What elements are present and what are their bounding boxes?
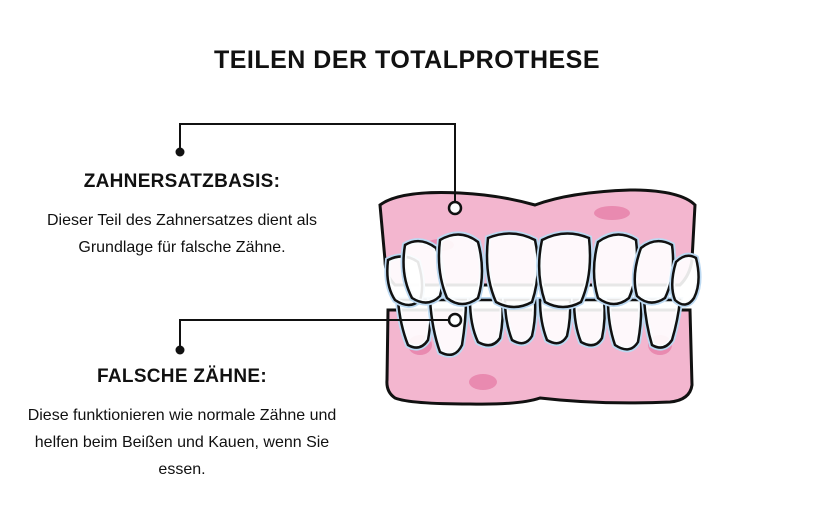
upper-tooth xyxy=(633,239,675,304)
lower-tooth xyxy=(572,298,606,347)
leader-line-false-teeth xyxy=(179,319,455,350)
callout-false-teeth: FALSCHE ZÄHNE: Diese funktionieren wie n… xyxy=(12,366,352,483)
lower-tooth xyxy=(503,298,537,345)
upper-gum-highlight xyxy=(594,206,630,220)
lower-tooth xyxy=(538,298,572,345)
lower-tooth xyxy=(642,298,682,349)
callout-denture-base-description: Dieser Teil des Zahnersatzes dient als G… xyxy=(46,212,318,256)
callout-false-teeth-description: Diese funktionieren wie normale Zähne un… xyxy=(27,407,337,478)
upper-tooth xyxy=(592,233,639,306)
callout-false-teeth-heading: FALSCHE ZÄHNE: xyxy=(97,366,267,387)
upper-tooth xyxy=(485,232,540,309)
lower-tooth xyxy=(606,298,643,351)
upper-tooth xyxy=(537,232,592,309)
callout-denture-base-heading: ZAHNERSATZBASIS: xyxy=(83,171,281,192)
upper-tooth xyxy=(671,254,700,306)
leader-dot-false-teeth xyxy=(175,345,185,355)
marker-false-teeth xyxy=(447,312,463,328)
diagram-title: TEILEN DER TOTALPROTHESE xyxy=(213,46,601,74)
upper-tooth xyxy=(437,233,484,306)
marker-denture-base xyxy=(447,200,463,216)
leader-dot-denture-base xyxy=(175,147,185,157)
lower-tooth xyxy=(468,298,504,347)
upper-tooth xyxy=(402,239,444,304)
lower-gum-spot xyxy=(469,374,497,390)
callout-denture-base: ZAHNERSATZBASIS: Dieser Teil des Zahners… xyxy=(12,171,352,261)
leader-line-denture-base xyxy=(179,123,456,208)
upper-teeth xyxy=(384,230,702,310)
